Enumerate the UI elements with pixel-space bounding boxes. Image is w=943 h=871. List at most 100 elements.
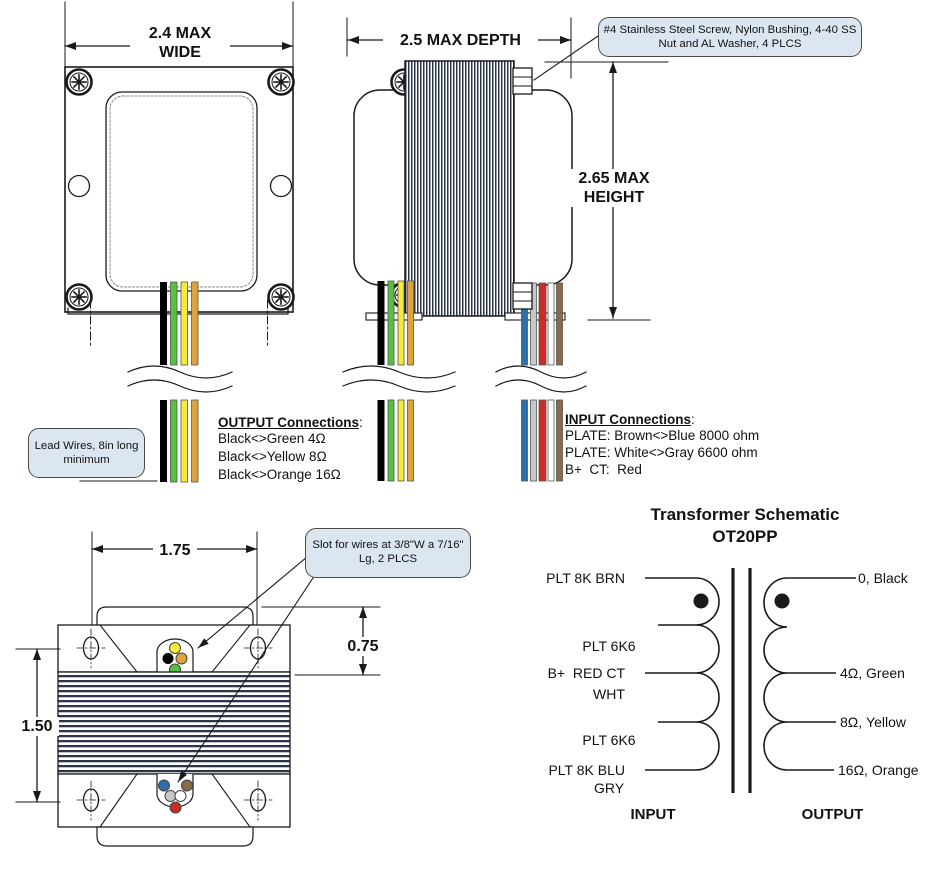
offset-extension-lines xyxy=(261,606,381,676)
wire-black xyxy=(160,400,167,482)
flange-bend-lines xyxy=(99,773,251,828)
wire-dot-blue xyxy=(158,779,170,792)
arrow-down-icon xyxy=(33,791,41,802)
front-view-drawing xyxy=(64,1,295,483)
slot-wire-dots-input xyxy=(158,779,193,814)
input-connections-colon: : xyxy=(691,412,695,427)
front-core-outline xyxy=(105,91,258,292)
screw-note-callout: #4 Stainless Steel Screw, Nylon Bushing,… xyxy=(598,17,862,57)
hole-centerlines xyxy=(76,780,273,821)
wire-green xyxy=(170,281,178,366)
secondary-tap-label-0: 0, Black xyxy=(858,570,908,586)
secondary-tap-label-4: 4Ω, Green xyxy=(840,665,905,681)
primary-tap-gry-line2: GRY xyxy=(593,780,625,796)
input-connections-title: INPUT Connections: xyxy=(565,412,825,427)
lead-wires-line2: minimum xyxy=(63,454,110,466)
wire-dot-brown xyxy=(181,779,193,792)
input-connections-title-text: INPUT Connections xyxy=(565,412,692,427)
wire-break-symbol xyxy=(342,365,456,393)
wire-gray xyxy=(530,399,537,482)
output-connections-colon: : xyxy=(359,415,363,430)
dimension-width-unit: WIDE xyxy=(159,44,201,61)
primary-tap-label-bplus: B+ RED CT xyxy=(547,665,625,681)
dimension-hole-vertical: 1.50 xyxy=(15,717,59,736)
wire-brown xyxy=(556,282,563,366)
primary-tap-wht-line2: WHT xyxy=(593,686,625,702)
input-connection-row: B+ CT: Red xyxy=(565,462,642,477)
wire-dot-red xyxy=(169,801,182,814)
output-connections-block: OUTPUT Connections: Black<>Green 4Ω Blac… xyxy=(218,415,403,484)
input-connections-block: INPUT Connections: PLATE: Brown<>Blue 80… xyxy=(565,412,825,478)
schematic-part-number: OT20PP xyxy=(712,527,778,546)
front-mounting-lip xyxy=(67,307,289,315)
wire-green xyxy=(387,280,395,366)
wire-orange xyxy=(407,399,414,482)
phase-dot-secondary xyxy=(774,593,790,609)
wire-yellow xyxy=(397,399,405,482)
hole-centerlines xyxy=(76,628,273,669)
wire-dot-black xyxy=(162,653,174,664)
dimension-width-value: 2.4 MAX xyxy=(148,25,212,42)
arrow-down-icon xyxy=(359,664,367,675)
slot-note-callout: Slot for wires at 3/8"W a 7/16" Lg, 2 PL… xyxy=(305,528,471,578)
arrow-right-icon xyxy=(282,42,293,50)
wire-green xyxy=(170,399,178,483)
wire-yellow xyxy=(180,281,188,366)
wire-black xyxy=(377,400,385,481)
primary-tap-label-wht: PLT 6K6 WHT xyxy=(565,606,653,734)
primary-winding-coil xyxy=(695,577,720,771)
mounting-screw-icon xyxy=(267,283,295,311)
schematic-drawing xyxy=(645,568,856,793)
bottom-bracket-bottom xyxy=(96,826,254,847)
side-view-drawing xyxy=(342,17,669,482)
primary-tap-leads xyxy=(645,577,696,771)
side-hole xyxy=(67,174,91,198)
output-connections-title: OUTPUT Connections: xyxy=(218,415,403,430)
wire-dot-white xyxy=(174,790,187,802)
wire-green xyxy=(387,399,395,482)
wire-orange xyxy=(191,399,199,483)
wire-red xyxy=(538,399,547,482)
arrowhead-icon xyxy=(178,770,187,782)
spacing-extension-lines xyxy=(91,531,258,641)
lamination-stack xyxy=(405,61,514,316)
centerlines xyxy=(90,299,268,347)
vertical-extension-lines xyxy=(15,648,61,803)
bottom-view-drawing xyxy=(15,531,381,847)
arrow-right-icon xyxy=(560,36,571,44)
screw-callout-leader-line xyxy=(533,35,599,81)
secondary-winding-coil xyxy=(763,577,788,771)
secondary-tap-label-16: 16Ω, Orange xyxy=(838,762,919,778)
wire-gray xyxy=(530,282,537,366)
arrow-up-icon xyxy=(609,62,617,73)
side-input-wires xyxy=(521,282,563,482)
primary-tap-label-blu: PLT 8K BLU xyxy=(548,762,625,778)
wire-dot-orange xyxy=(175,652,188,665)
wire-red xyxy=(538,282,547,366)
wire-break-symbol xyxy=(127,365,233,393)
screw-note-line2: Nut and AL Washer, 4 PLCS xyxy=(658,38,802,50)
width-extension-lines xyxy=(64,1,294,67)
arrow-left-icon xyxy=(92,545,103,553)
wire-white xyxy=(547,399,555,482)
primary-tap-wht-line1: PLT 6K6 xyxy=(582,638,636,654)
wire-black xyxy=(377,281,385,365)
wire-break-symbol xyxy=(495,365,587,393)
wire-black xyxy=(160,282,167,365)
arrow-down-icon xyxy=(609,307,617,318)
front-output-wires xyxy=(160,281,199,483)
transformer-core-lines xyxy=(731,568,752,793)
depth-extension-lines xyxy=(346,17,572,79)
lamination-band xyxy=(58,672,290,774)
dimension-height-unit: HEIGHT xyxy=(583,189,645,206)
wire-orange xyxy=(407,280,414,366)
input-connection-row: PLATE: Brown<>Blue 8000 ohm xyxy=(565,428,760,443)
arrowhead-icon xyxy=(198,638,209,648)
slot-callout-leader-line xyxy=(177,577,314,783)
arrow-up-icon xyxy=(359,607,367,618)
arrow-left-icon xyxy=(65,42,76,50)
mounting-screw-icon xyxy=(267,68,295,96)
screw-nut-icon xyxy=(512,67,533,95)
dimension-height-value: 2.65 MAX xyxy=(578,170,650,187)
